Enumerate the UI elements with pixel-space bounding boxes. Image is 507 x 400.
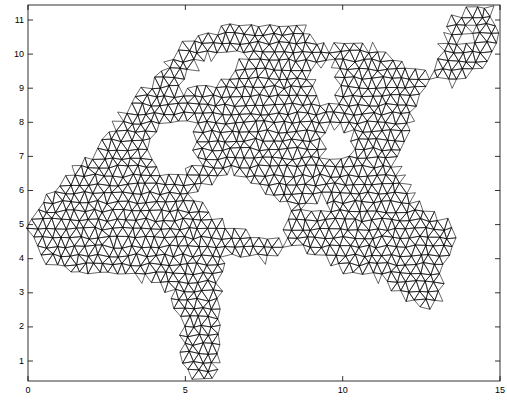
tick-label: 8 [19,118,24,127]
triangle-mesh [26,6,498,380]
tick-label: 5 [19,220,24,229]
axis-ticks [28,5,500,381]
tick-label: 10 [338,386,348,395]
tick-label: 2 [19,322,24,331]
tick-label: 5 [183,386,188,395]
tick-label: 9 [19,84,24,93]
tick-label: 15 [495,386,505,395]
tick-label: 6 [19,186,24,195]
tick-label: 4 [19,254,24,263]
tick-label: 1 [19,357,24,366]
tick-label: 0 [25,386,30,395]
tick-label: 10 [14,50,24,59]
tick-label: 7 [19,152,24,161]
tick-label: 3 [19,288,24,297]
tick-label: 11 [15,16,24,25]
axes-box [28,5,500,381]
